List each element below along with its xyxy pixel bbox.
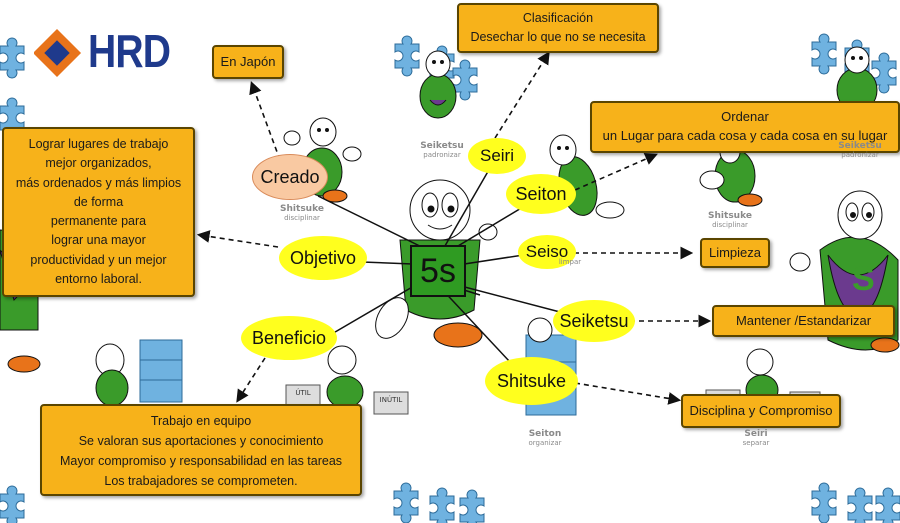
box-ordenar-title: Ordenar bbox=[721, 109, 769, 124]
bin-label-inutil: INÚTIL bbox=[379, 396, 403, 404]
box-mantener: Mantener /Estandarizar bbox=[712, 305, 895, 337]
caption-main: Shitsuke bbox=[708, 211, 752, 221]
beneficio-desc-line: Se valoran sus aportaciones y conocimien… bbox=[78, 434, 324, 448]
mascot-seiketsu-top bbox=[419, 50, 457, 119]
box-ordenar: Ordenar un Lugar para cada cosa y cada c… bbox=[590, 101, 900, 153]
concept-objetivo: Objetivo bbox=[279, 236, 367, 280]
concept-creado: Creado bbox=[252, 154, 328, 200]
hrd-logo-text: HRD bbox=[88, 25, 171, 77]
concept-seiton: Seiton bbox=[506, 174, 576, 214]
box-clasificacion-title: Clasificación bbox=[522, 11, 594, 25]
caption-main: Seiketsu bbox=[838, 141, 882, 151]
box-clasificacion-line: Desechar lo que no se necesita bbox=[470, 30, 646, 44]
mascot-beneficio-cabinet bbox=[95, 339, 183, 407]
objetivo-desc-line: lograr una mayor bbox=[51, 233, 146, 248]
objetivo-desc-line: entorno laboral. bbox=[55, 272, 142, 287]
objetivo-desc-line: mejor organizados, bbox=[45, 156, 152, 171]
caption-seiketsu-right: Seiketsu padronizar bbox=[820, 142, 900, 159]
box-limpieza-text: Limpieza bbox=[708, 245, 762, 260]
caption-seiketsu-top: Seiketsu padronizar bbox=[402, 142, 482, 159]
caption-seiton: Seiton organizar bbox=[505, 430, 585, 447]
caption-seiri: Seiri separar bbox=[716, 430, 796, 447]
objetivo-desc-line: de forma bbox=[73, 194, 124, 209]
box-en-japon-text: En Japón bbox=[220, 54, 276, 69]
box-disciplina-text: Disciplina y Compromiso bbox=[689, 403, 833, 418]
box-ordenar-line: un Lugar para cada cosa y cada cosa en s… bbox=[602, 128, 888, 143]
concept-shitsuke: Shitsuke bbox=[485, 357, 578, 405]
box-beneficio-description: Trabajo en equipo Se valoran sus aportac… bbox=[40, 404, 362, 496]
bin-label-util: ÚTIL bbox=[295, 389, 311, 397]
caption-shitsuke-right: Shitsuke disciplinar bbox=[690, 212, 770, 229]
box-disciplina: Disciplina y Compromiso bbox=[681, 394, 841, 428]
box-clasificacion: Clasificación Desechar lo que no se nece… bbox=[457, 3, 659, 53]
caption-sub: disciplinar bbox=[712, 221, 748, 229]
caption-shitsuke-left: Shitsuke disciplinar bbox=[262, 205, 342, 222]
caption-seiso: limpar bbox=[545, 258, 595, 266]
caption-main: Seiketsu bbox=[420, 141, 464, 151]
dashed-arrows bbox=[196, 51, 712, 405]
box-mantener-text: Mantener /Estandarizar bbox=[735, 313, 872, 328]
hrd-logo bbox=[34, 28, 82, 78]
objetivo-desc-line: Lograr lugares de trabajo bbox=[28, 137, 169, 151]
caption-sub: padronizar bbox=[841, 151, 879, 159]
beneficio-desc-line: Mayor compromiso y responsabilidad en la… bbox=[59, 454, 343, 468]
box-objetivo-description: Lograr lugares de trabajo mejor organiza… bbox=[2, 127, 195, 297]
svg-text:S: S bbox=[852, 260, 875, 298]
objetivo-desc-line: productividad y un mejor bbox=[30, 252, 167, 267]
caption-sub: disciplinar bbox=[284, 214, 320, 222]
caption-sub: organizar bbox=[528, 439, 562, 447]
objetivo-desc-line: permanente para bbox=[50, 214, 147, 229]
objetivo-desc-line: más ordenados y más limpios bbox=[15, 175, 182, 190]
caption-main: Seiri bbox=[744, 429, 768, 439]
concept-beneficio: Beneficio bbox=[241, 316, 337, 360]
caption-main: Shitsuke bbox=[280, 204, 324, 214]
concept-seiketsu: Seiketsu bbox=[553, 300, 635, 342]
caption-sub: padronizar bbox=[423, 151, 461, 159]
center-5s-label: 5s bbox=[410, 245, 466, 297]
caption-sub: limpar bbox=[558, 258, 582, 266]
beneficio-desc-line: Los trabajadores se comprometen. bbox=[104, 474, 298, 488]
box-en-japon: En Japón bbox=[212, 45, 284, 79]
box-limpieza: Limpieza bbox=[700, 238, 770, 268]
mascot-seiri-bins bbox=[285, 345, 409, 415]
caption-sub: separar bbox=[742, 439, 770, 447]
concept-seiso: Seiso bbox=[518, 235, 576, 269]
beneficio-desc-line: Trabajo en equipo bbox=[150, 414, 252, 428]
caption-main: Seiton bbox=[528, 429, 562, 439]
concept-seiri: Seiri bbox=[468, 138, 526, 174]
